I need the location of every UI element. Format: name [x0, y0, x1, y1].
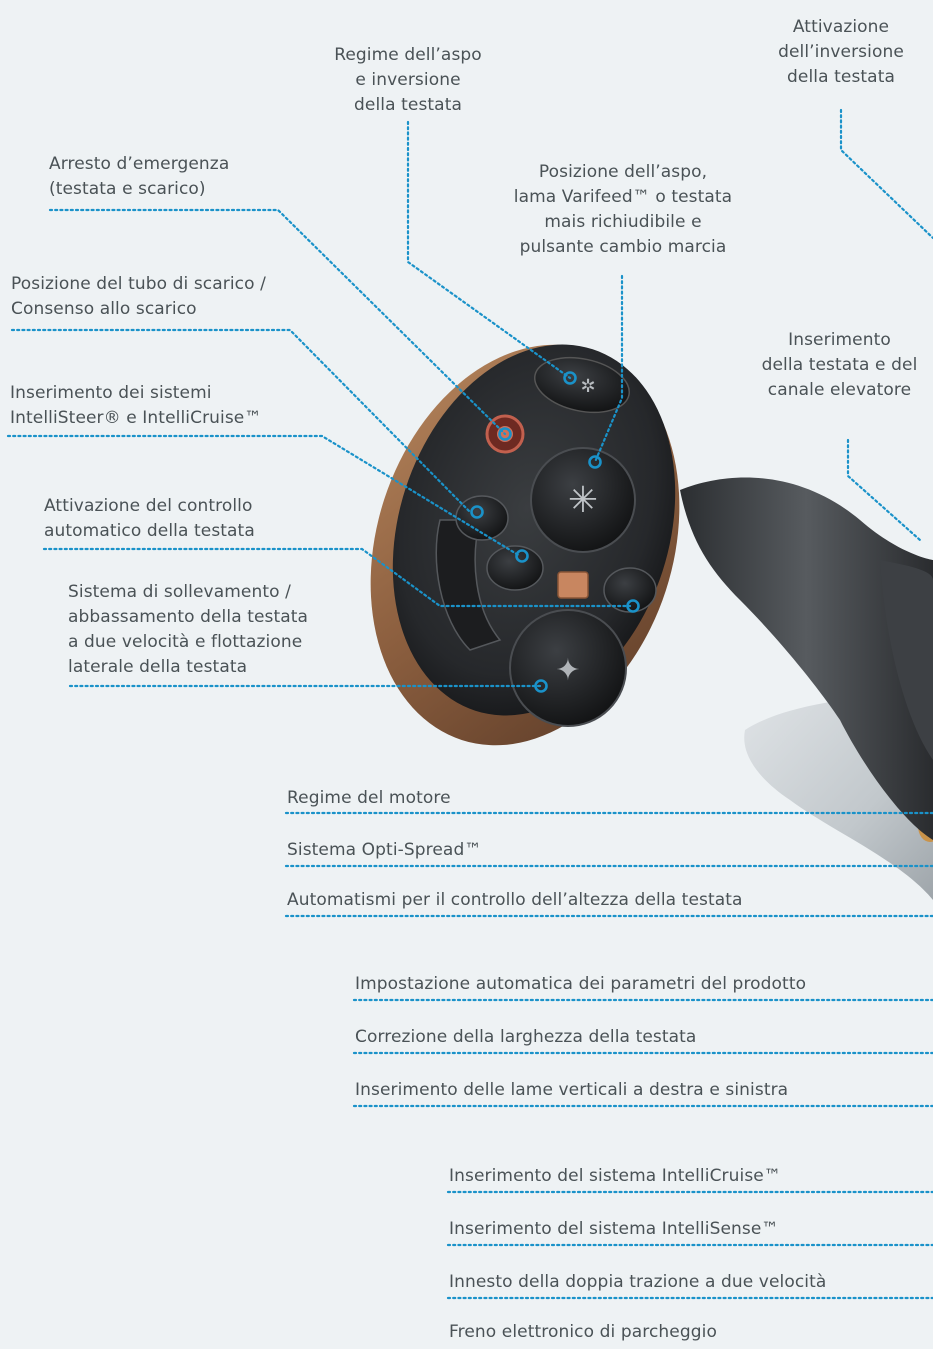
leader-lines	[6, 108, 933, 1300]
unloading-tube-button	[455, 495, 509, 541]
label-width-correction: Correzione della larghezza della testata	[355, 1027, 697, 1047]
callout-markers	[470, 371, 640, 693]
joystick-shaft	[680, 477, 933, 840]
svg-text:✦: ✦	[555, 653, 580, 688]
lift-lower-button	[509, 609, 627, 727]
auto-header-button	[557, 571, 589, 599]
svg-text:✳: ✳	[568, 480, 598, 521]
label-intellisteer: Inserimento dei sistemi IntelliSteer® e …	[10, 383, 262, 428]
label-engine-speed: Regime del motore	[287, 788, 451, 808]
label-emergency-stop: Arresto d’emergenza (testata e scarico)	[49, 154, 230, 199]
label-intellisense: Inserimento del sistema IntelliSense™	[449, 1219, 779, 1239]
label-reel-position: Posizione dell’aspo, lama Varifeed™ o te…	[513, 162, 733, 257]
label-unloading-tube: Posizione del tubo di scarico / Consenso…	[11, 274, 266, 319]
intellisteer-button	[486, 545, 544, 591]
reel-position-button	[530, 447, 636, 553]
label-opti-spread: Sistema Opti-Spread™	[287, 840, 482, 860]
label-intellicruise: Inserimento del sistema IntelliCruise™	[449, 1166, 781, 1186]
label-auto-header: Attivazione del controllo automatico del…	[44, 496, 255, 541]
label-auto-height: Automatismi per il controllo dell’altezz…	[287, 890, 743, 910]
label-parking-brake: Freno elettronico di parcheggio	[449, 1322, 717, 1342]
svg-text:✲: ✲	[580, 376, 595, 397]
side-paddle	[435, 519, 502, 651]
label-auto-crop: Impostazione automatica dei parametri de…	[355, 974, 807, 994]
label-lift-lower: Sistema di sollevamento / abbassamento d…	[68, 582, 309, 677]
label-header-reverse: Attivazione dell’inversione della testat…	[778, 17, 904, 87]
reel-speed-button	[533, 356, 631, 414]
label-header-engage: Inserimento della testata e del canale e…	[761, 330, 918, 400]
label-reel-speed: Regime dell’aspo e inversione della test…	[334, 45, 482, 115]
label-vertical-knives: Inserimento delle lame verticali a destr…	[355, 1080, 789, 1100]
label-dual-drive: Innesto della doppia trazione a due velo…	[449, 1272, 827, 1292]
